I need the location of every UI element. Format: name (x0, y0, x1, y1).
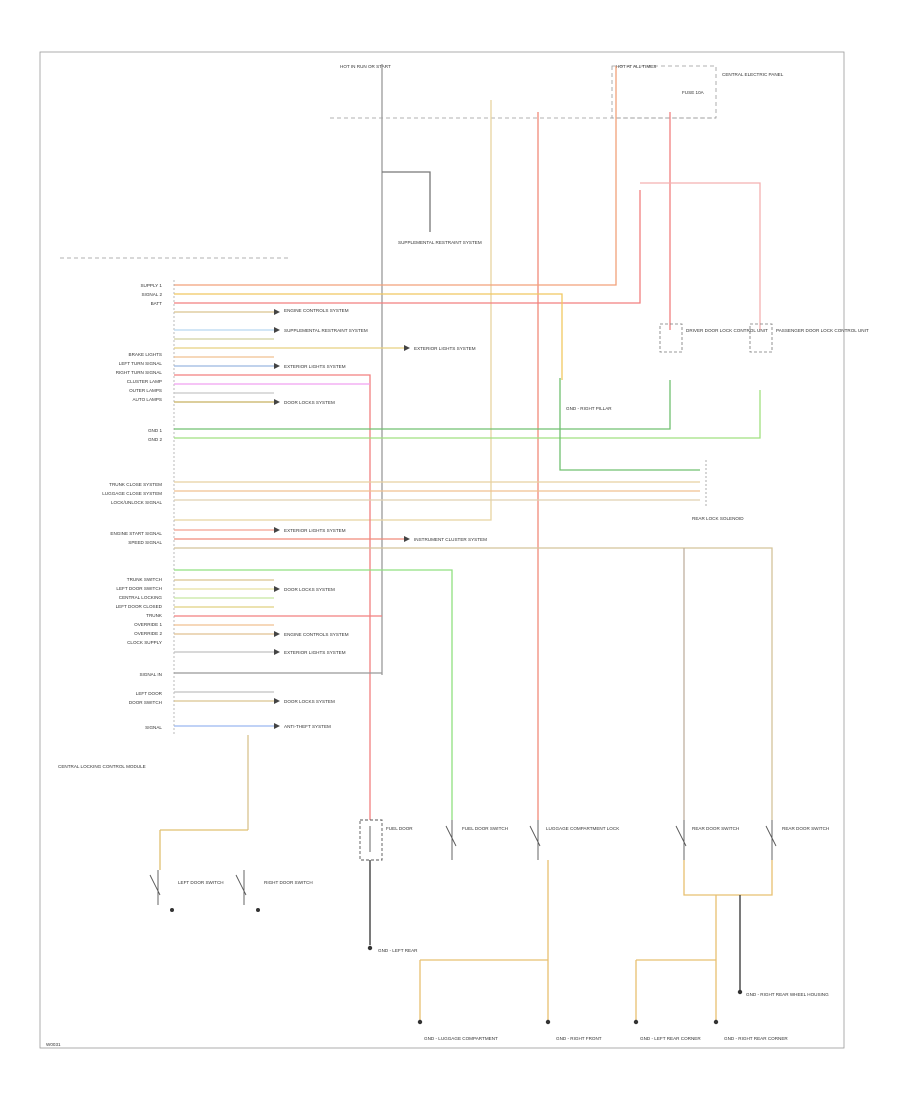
svg-text:LEFT DOOR CLOSED: LEFT DOOR CLOSED (116, 604, 163, 609)
svg-text:OVERRIDE 2: OVERRIDE 2 (134, 631, 162, 636)
svg-text:ENGINE START SIGNAL: ENGINE START SIGNAL (110, 531, 162, 536)
svg-text:DOOR LOCKS SYSTEM: DOOR LOCKS SYSTEM (284, 699, 335, 704)
annunciator-labels: ENGINE CONTROLS SYSTEM SUPPLEMENTAL REST… (284, 308, 487, 729)
svg-text:SPEED SIGNAL: SPEED SIGNAL (128, 540, 162, 545)
svg-text:DOOR LOCKS SYSTEM: DOOR LOCKS SYSTEM (284, 587, 335, 592)
svg-text:GND - LEFT REAR CORNER: GND - LEFT REAR CORNER (640, 1036, 701, 1041)
switch-components (149, 819, 777, 905)
svg-text:REAR DOOR SWITCH: REAR DOOR SWITCH (692, 826, 739, 831)
rear-lock-label: REAR LOCK SOLENOID (692, 516, 744, 521)
svg-text:GND - RIGHT REAR WHEEL HOUSING: GND - RIGHT REAR WHEEL HOUSING (746, 992, 829, 997)
svg-text:LEFT DOOR SWITCH: LEFT DOOR SWITCH (116, 586, 162, 591)
svg-text:TRUNK: TRUNK (146, 613, 163, 618)
svg-text:FUEL DOOR: FUEL DOOR (386, 826, 413, 831)
svg-text:ENGINE CONTROLS SYSTEM: ENGINE CONTROLS SYSTEM (284, 632, 349, 637)
svg-text:INSTRUMENT CLUSTER SYSTEM: INSTRUMENT CLUSTER SYSTEM (414, 537, 487, 542)
svg-text:GND - RIGHT REAR CORNER: GND - RIGHT REAR CORNER (724, 1036, 788, 1041)
svg-text:SUPPLY 1: SUPPLY 1 (140, 283, 162, 288)
svg-text:GND - LEFT REAR: GND - LEFT REAR (378, 948, 418, 953)
svg-text:EXTERIOR LIGHTS SYSTEM: EXTERIOR LIGHTS SYSTEM (284, 364, 346, 369)
svg-text:RIGHT DOOR SWITCH: RIGHT DOOR SWITCH (264, 880, 313, 885)
wire-group-module (159, 293, 773, 870)
svg-text:RIGHT TURN SIGNAL: RIGHT TURN SIGNAL (116, 370, 163, 375)
svg-text:GND 2: GND 2 (148, 437, 162, 442)
svg-text:CLUSTER LAMP: CLUSTER LAMP (127, 379, 162, 384)
svg-text:SIGNAL IN: SIGNAL IN (139, 672, 162, 677)
svg-text:CLOCK SUPPLY: CLOCK SUPPLY (127, 640, 162, 645)
ground-symbols (170, 908, 743, 1025)
svg-text:SIGNAL 2: SIGNAL 2 (141, 292, 162, 297)
diagram-frame (39, 51, 845, 1049)
hot-run-start-label: HOT IN RUN OR START (340, 64, 391, 69)
svg-text:FUEL DOOR SWITCH: FUEL DOOR SWITCH (462, 826, 508, 831)
svg-text:GND 1: GND 1 (148, 428, 162, 433)
svg-text:LOCK/UNLOCK SIGNAL: LOCK/UNLOCK SIGNAL (111, 500, 163, 505)
svg-text:GND - LUGGAGE COMPARTMENT: GND - LUGGAGE COMPARTMENT (424, 1036, 498, 1041)
svg-text:OVERRIDE 1: OVERRIDE 1 (134, 622, 162, 627)
svg-text:BATT: BATT (151, 301, 163, 306)
svg-text:LUGGAGE CLOSE SYSTEM: LUGGAGE CLOSE SYSTEM (102, 491, 162, 496)
pin-labels: SUPPLY 1 SIGNAL 2 BATT BRAKE LIGHTS LEFT… (102, 283, 163, 730)
driver-door-unit (659, 323, 683, 353)
supplemental-restraint-label: SUPPLEMENTAL RESTRAINT SYSTEM (398, 240, 482, 245)
svg-text:TRUNK CLOSE SYSTEM: TRUNK CLOSE SYSTEM (109, 482, 162, 487)
svg-text:DOOR SWITCH: DOOR SWITCH (129, 700, 162, 705)
svg-text:SUPPLEMENTAL RESTRAINT SYSTEM: SUPPLEMENTAL RESTRAINT SYSTEM (284, 328, 368, 333)
svg-text:REAR DOOR SWITCH: REAR DOOR SWITCH (782, 826, 829, 831)
svg-text:ANTI-THEFT SYSTEM: ANTI-THEFT SYSTEM (284, 724, 331, 729)
svg-text:EXTERIOR LIGHTS SYSTEM: EXTERIOR LIGHTS SYSTEM (284, 528, 346, 533)
svg-text:ENGINE CONTROLS SYSTEM: ENGINE CONTROLS SYSTEM (284, 308, 349, 313)
svg-text:OUTER LAMPS: OUTER LAMPS (129, 388, 162, 393)
driver-door-label: DRIVER DOOR LOCK CONTROL UNIT (686, 328, 768, 333)
passenger-door-label: PASSENGER DOOR LOCK CONTROL UNIT (776, 328, 869, 333)
svg-text:LUGGAGE COMPARTMENT LOCK: LUGGAGE COMPARTMENT LOCK (546, 826, 620, 831)
central-lock-module-label: CENTRAL LOCKING CONTROL MODULE (58, 764, 146, 769)
svg-text:SIGNAL: SIGNAL (145, 725, 162, 730)
fuse-block-label: CENTRAL ELECTRIC PANEL (722, 72, 784, 77)
svg-text:DOOR LOCKS SYSTEM: DOOR LOCKS SYSTEM (284, 400, 335, 405)
svg-text:EXTERIOR LIGHTS SYSTEM: EXTERIOR LIGHTS SYSTEM (414, 346, 476, 351)
fuse-block-box (611, 65, 717, 119)
gnd-right-pillar-label: GND - RIGHT PILLAR (566, 406, 612, 411)
hot-at-all-times-label: HOT AT ALL TIMES (616, 64, 656, 69)
component-labels: FUEL DOOR FUEL DOOR SWITCH LUGGAGE COMPA… (178, 826, 829, 885)
svg-text:TRUNK SWITCH: TRUNK SWITCH (127, 577, 162, 582)
passenger-door-unit (749, 323, 773, 353)
wire-group-ground (369, 860, 773, 1020)
annunciator-arrows (274, 309, 410, 729)
fuse-note-label: FUSE 10A (682, 90, 705, 95)
wire-group-top (174, 64, 761, 820)
svg-text:LEFT DOOR: LEFT DOOR (136, 691, 163, 696)
svg-text:EXTERIOR LIGHTS SYSTEM: EXTERIOR LIGHTS SYSTEM (284, 650, 346, 655)
ground-labels: GND - LEFT REAR GND - LUGGAGE COMPARTMEN… (378, 948, 829, 1041)
svg-text:AUTO LAMPS: AUTO LAMPS (132, 397, 162, 402)
svg-text:LEFT TURN SIGNAL: LEFT TURN SIGNAL (119, 361, 163, 366)
svg-text:BRAKE LIGHTS: BRAKE LIGHTS (129, 352, 162, 357)
footer-code: W0031 (46, 1042, 61, 1047)
svg-text:CENTRAL LOCKING: CENTRAL LOCKING (119, 595, 163, 600)
svg-text:LEFT DOOR SWITCH: LEFT DOOR SWITCH (178, 880, 224, 885)
svg-text:GND - RIGHT FRONT: GND - RIGHT FRONT (556, 1036, 602, 1041)
